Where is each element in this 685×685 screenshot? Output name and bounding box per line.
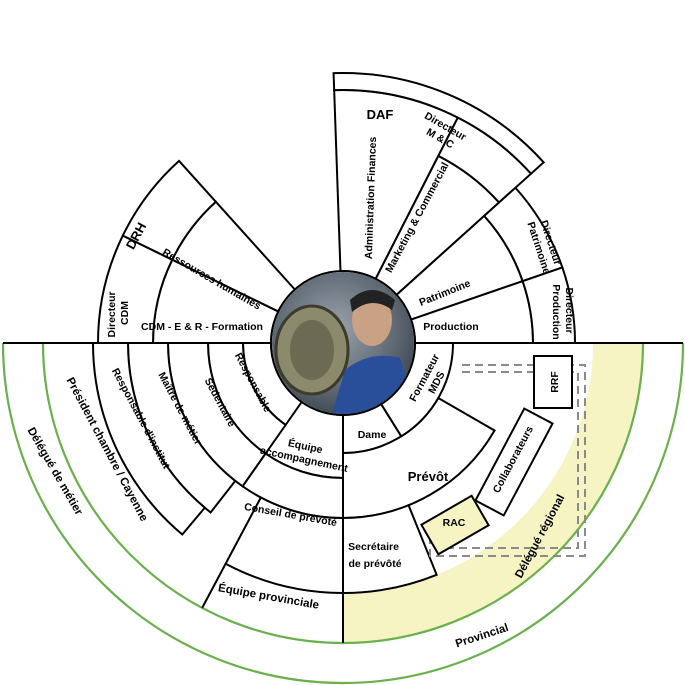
divider-equipe-provinciale (201, 563, 227, 609)
outer-arc-delegue-metier (1, 342, 685, 685)
label-production: Production (423, 321, 478, 333)
label-daf: DAF (367, 107, 394, 122)
label-admin-finances: Administration Finances (363, 136, 379, 259)
box-rrf (533, 355, 573, 409)
label-secretaire-prevote: Secrétaire de prévôté (348, 541, 402, 570)
fills-layer (343, 343, 643, 643)
label-directeur-production: Directeur Production (550, 284, 575, 339)
box-rac (420, 494, 490, 556)
label-rac: RAC (443, 517, 466, 529)
segment-secretaire-prevote (342, 503, 438, 595)
label-dame: Dame (358, 429, 387, 441)
segment-equipe-provinciale (224, 496, 344, 595)
label-prevot: Prévôt (408, 469, 449, 484)
segment-president-chambre (91, 342, 207, 536)
center-photo (270, 270, 416, 416)
provincial-yellow-band (343, 343, 643, 643)
label-provincial: Provincial (454, 622, 510, 650)
dashed-group-frame-inner (437, 371, 579, 549)
segment-outlines (1, 72, 685, 685)
label-rrf: RRF (549, 371, 561, 393)
label-directeur-cdm: Directeur CDM (106, 288, 131, 337)
segment-drh (121, 159, 218, 262)
label-cdm-formation: CDM - E & R - Formation (141, 321, 263, 333)
box-collaborateurs (474, 407, 554, 517)
label-delegue-metier: Délégué de métier (25, 426, 85, 518)
segment-daf-cap (332, 72, 546, 176)
